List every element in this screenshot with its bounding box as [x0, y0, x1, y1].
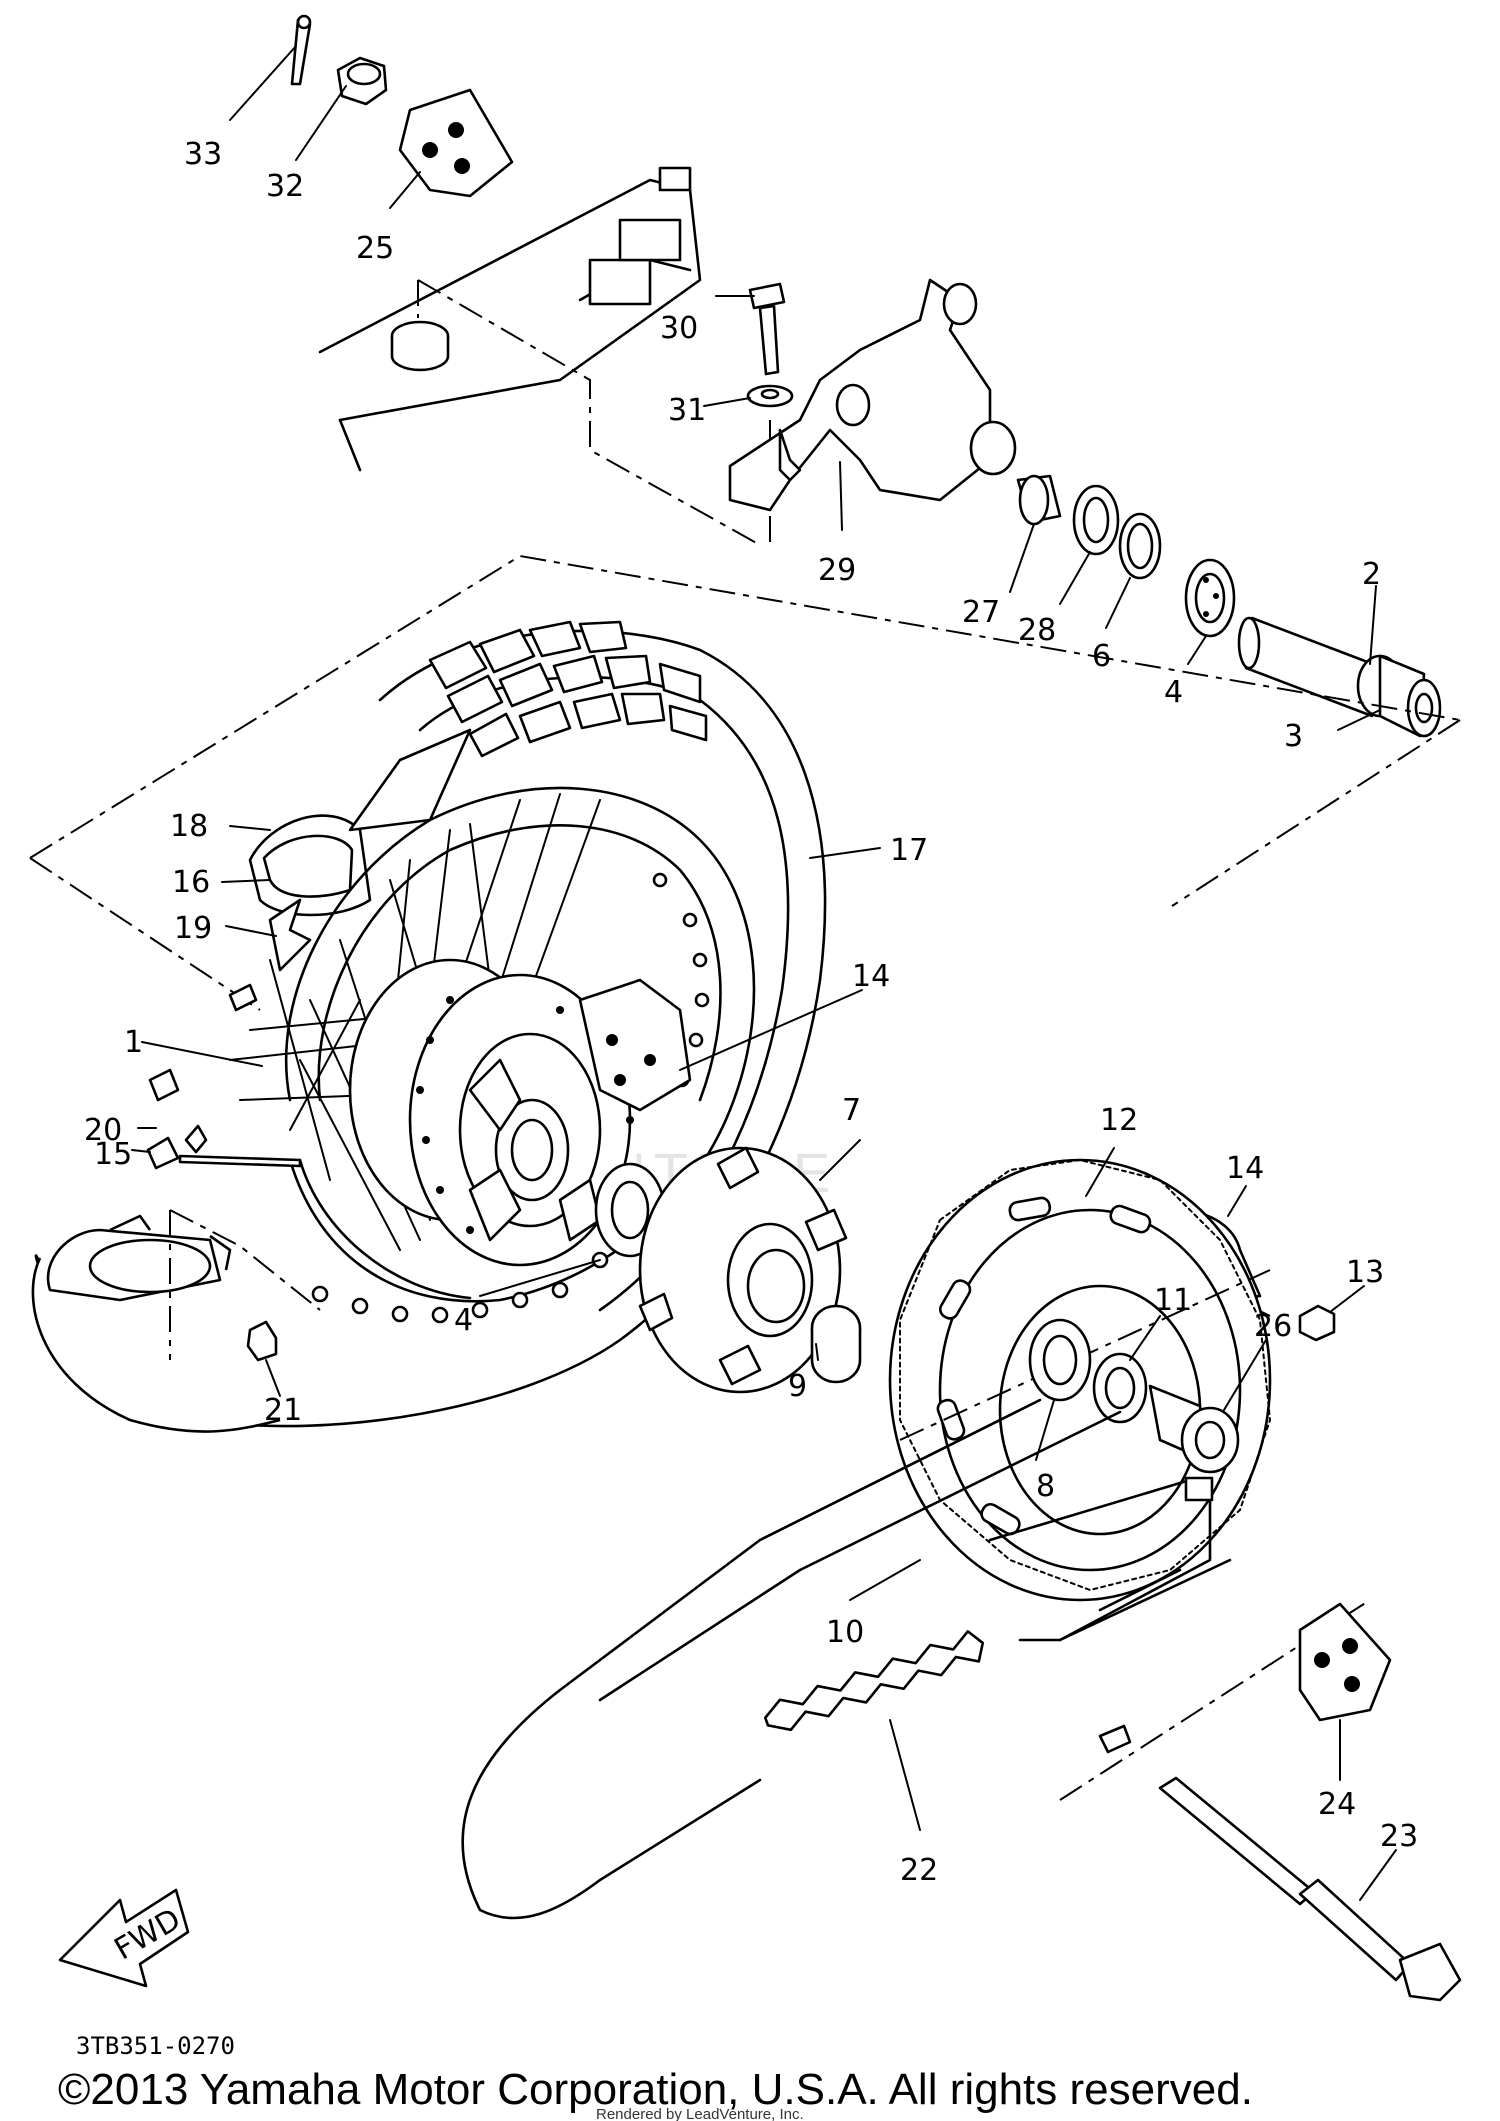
bearing-4-top	[1184, 558, 1236, 638]
chain-puller-24	[1298, 1602, 1392, 1722]
part-label-24: 24	[1318, 1787, 1356, 1822]
part-label-31: 31	[668, 393, 706, 428]
caliper-bolt	[748, 282, 786, 376]
wheel-hub	[348, 958, 634, 1267]
rear-axle	[1158, 1776, 1462, 2002]
bearing-7	[1028, 1318, 1092, 1402]
caliper-washer	[746, 384, 794, 408]
part-label-9: 11	[1154, 1283, 1192, 1318]
part-label-20: 20	[84, 1113, 122, 1148]
part-label-6: 7	[842, 1093, 861, 1128]
wheel-plane	[29, 554, 1461, 1011]
axle-nut	[336, 56, 388, 106]
sprocket-hub	[638, 1146, 848, 1394]
rendered-by-credit: Rendered by LeadVenture, Inc.	[596, 2106, 804, 2121]
rim-band	[248, 728, 472, 917]
drive-chain	[461, 1398, 1122, 1920]
rim-lock	[268, 898, 312, 972]
swingarm-top-drawing	[318, 166, 702, 472]
part-label-23: 23	[1380, 1819, 1418, 1854]
part-label-ten: 10	[826, 1615, 864, 1650]
part-label-3: 3	[1284, 719, 1303, 754]
lower-tire-bracket	[46, 1209, 321, 1362]
part-label-19: 19	[174, 911, 212, 946]
axle-spacer	[1237, 616, 1380, 718]
part-label-18: 18	[170, 809, 208, 844]
part-label-4-lower: 4	[454, 1303, 473, 1338]
spoke-nipples	[146, 983, 302, 1170]
part-labels: 33 32 25 30 31 29 27 28 6 4 2 3 18 16 19…	[84, 137, 1418, 1888]
part-label-22: 22	[900, 1853, 938, 1888]
part-label-5: 6	[1092, 639, 1111, 674]
part-label-7: 8	[1036, 1469, 1055, 1504]
spacer-9	[1092, 1352, 1148, 1424]
part-label-29: 29	[818, 553, 856, 588]
part-label-8: 9	[788, 1369, 807, 1404]
part-label-17: 17	[890, 833, 928, 868]
leader-lines	[131, 45, 1397, 1901]
collar-8	[810, 1304, 862, 1384]
rear-tire	[31, 620, 827, 1433]
cotter-pin	[290, 14, 312, 86]
part-label-16: 16	[172, 865, 210, 900]
part-label-12: 13	[1346, 1255, 1384, 1290]
caliper-bracket	[728, 278, 1017, 512]
part-label-4-top: 4	[1164, 675, 1183, 710]
collar-26	[1148, 1384, 1240, 1474]
chain-puller	[398, 88, 514, 198]
part-label-33: 33	[184, 137, 222, 172]
part-label-14: 14	[852, 959, 890, 994]
part-label-28: 28	[1018, 613, 1056, 648]
collar-27	[1016, 474, 1062, 526]
top-dash-lines	[417, 279, 771, 546]
fwd-arrow-icon: FWD	[58, 1888, 190, 1988]
axle-flange	[1356, 654, 1442, 738]
part-label-30: 30	[660, 311, 698, 346]
part-label-15-visible: 15	[94, 1137, 132, 1172]
part-label-11: 12	[1100, 1103, 1138, 1138]
part-label-21: 21	[264, 1393, 302, 1428]
part-label-27: 27	[962, 595, 1000, 630]
part-label-25: 25	[356, 231, 394, 266]
hub-damper	[578, 978, 692, 1112]
oil-seal-28	[1072, 484, 1120, 556]
part-label-1: 1	[124, 1025, 143, 1060]
part-label-26: 26	[1254, 1309, 1292, 1344]
part-label-2: 2	[1362, 557, 1381, 592]
sprocket-nut	[1298, 1304, 1336, 1342]
reference-code: 3TB351-0270	[76, 2032, 235, 2060]
copyright-notice: ©2013 Yamaha Motor Corporation, U.S.A. A…	[58, 2065, 1253, 2114]
part-label-13: 14	[1226, 1151, 1264, 1186]
circlip-5	[1118, 512, 1162, 580]
part-label-32: 32	[266, 169, 304, 204]
